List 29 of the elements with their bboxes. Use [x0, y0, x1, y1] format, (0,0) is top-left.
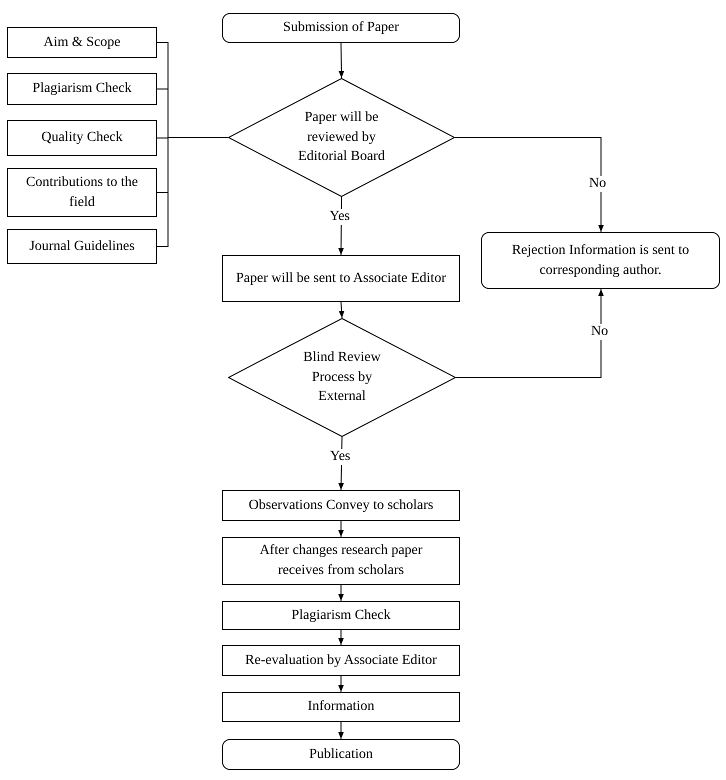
process-box: Quality Check [7, 120, 157, 156]
arrow [338, 630, 344, 646]
process-box: Plagiarism Check [222, 601, 460, 630]
process-box: After changes research paper receives from scholars [222, 537, 460, 585]
terminal-box: Rejection Information is sent to corresponding author. [481, 232, 720, 289]
process-box: Information [222, 692, 460, 722]
arrow [338, 676, 344, 692]
process-box: Plagiarism Check [7, 73, 157, 105]
process-box: Journal Guidelines [7, 229, 157, 264]
arrow [338, 302, 344, 318]
edge-label: No [587, 176, 608, 192]
decision-diamond: Blind Review Process by External [228, 318, 456, 437]
arrow [338, 42, 344, 78]
terminal-box: Submission of Paper [222, 13, 460, 43]
process-box: Contributions to the field [7, 168, 157, 217]
edge-label: Yes [328, 209, 352, 225]
arrow [456, 288, 604, 378]
process-box: Aim & Scope [7, 27, 157, 58]
arrow [338, 520, 344, 538]
process-box: Paper will be sent to Associate Editor [222, 255, 460, 302]
arrow [454, 137, 604, 232]
process-box: Re-evaluation by Associate Editor [222, 645, 460, 676]
decision-diamond: Paper will be reviewed by Editorial Board [228, 78, 455, 197]
terminal-box: Publication [222, 739, 460, 770]
edge-label: No [589, 324, 610, 340]
arrow [338, 584, 344, 602]
arrow [338, 722, 344, 740]
process-box: Observations Convey to scholars [222, 490, 460, 521]
edge-label: Yes [328, 449, 352, 465]
